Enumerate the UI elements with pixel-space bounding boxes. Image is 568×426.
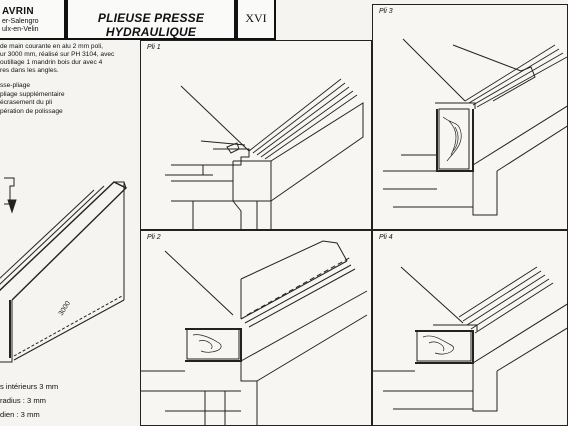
company-name: AVRIN [2,6,34,17]
panel-label: Pli 3 [379,8,393,15]
panel-pli-4: Pli 4 [372,230,568,426]
description-line: outillage 1 mandrin bois dur avec 4 [0,59,103,66]
step-item: sse-pliage [0,82,31,89]
step-item: pération de polissage [0,107,63,115]
panel-pli-1: Pli 1 [140,40,372,231]
panel-label: Pli 1 [147,44,161,51]
title-box: PLIEUSE PRESSE HYDRAULIQUE [66,0,236,40]
company-city-line: ulx-en-Velin [2,26,39,33]
step-item: écrasement du pli [0,99,53,106]
step-item: pliage supplémentaire [0,90,65,98]
spec-line: s intérieurs 3 mm [0,382,59,391]
sheet-title: PLIEUSE PRESSE HYDRAULIQUE [97,11,205,39]
panel-pli-3: Pli 3 [372,4,568,230]
panel-label: Pli 2 [147,234,161,241]
code-box: XVI [236,0,276,40]
panel-pli-2: Pli 2 [140,230,372,426]
wooden-mandrel [438,108,470,170]
spec-line: radius : 3 mm [0,396,46,405]
description-line: ur 3000 mm, réalisé sur PH 3104, avec [0,51,115,58]
part-drawing: 3000 [0,177,128,363]
panel-label: Pli 4 [379,234,393,241]
company-box: AVRIN er-Salengro ulx-en-Velin [0,0,66,40]
wooden-mandrel [416,330,472,362]
sheet-code: XVI [245,11,267,25]
description-text: de main courante en alu 2 mm poli, ur 30… [0,43,140,75]
description-line: de main courante en alu 2 mm poli, [0,43,103,50]
spec-line: dien : 3 mm [0,410,40,419]
wooden-mandrel [186,328,240,360]
description-line: res dans les angles. [0,67,59,74]
length-label: 3000 [58,300,72,317]
company-address-line: er-Salengro [2,18,39,25]
steps-list: sse-pliage pliage supplémentaire écrasem… [0,82,65,116]
